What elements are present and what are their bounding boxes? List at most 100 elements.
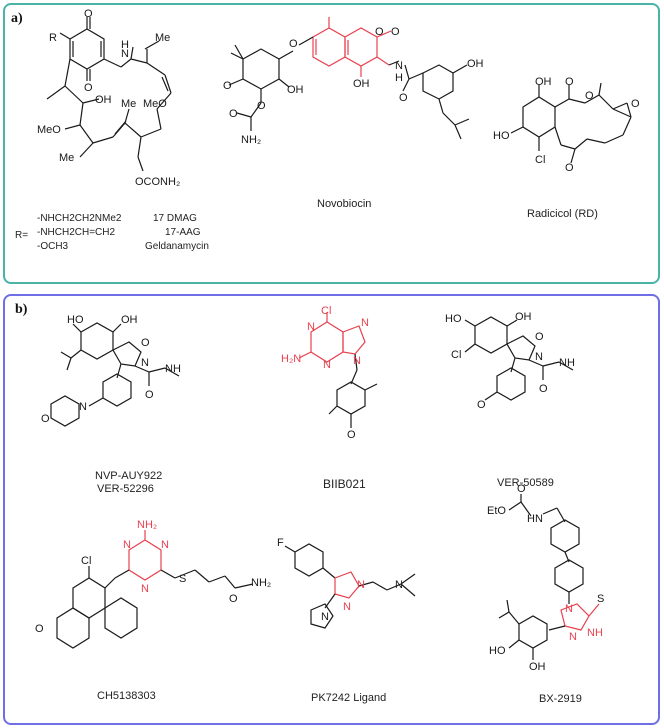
- novo-oh2: OH: [353, 78, 370, 90]
- nvp-name: NVP-AUY922: [95, 470, 163, 482]
- nvp-h: H: [173, 363, 181, 375]
- novo-h: H: [395, 72, 403, 84]
- ver-o-me: O: [477, 399, 486, 411]
- nvp-auy922-structure: HO OH O N O N H O N: [41, 314, 181, 427]
- novobiocin-name: Novobiocin: [317, 198, 372, 210]
- panel-b-label: b): [15, 302, 28, 317]
- r-name-1: 17 DMAG: [153, 213, 197, 224]
- atom-oh1: OH: [95, 94, 112, 106]
- biib-n2: N: [323, 359, 331, 371]
- pk-f: F: [277, 537, 284, 549]
- nvp-o-am: O: [145, 389, 154, 401]
- rad-oh2: HO: [493, 130, 510, 142]
- novo-nh2: NH₂: [241, 134, 261, 146]
- bx-n1: N: [565, 603, 573, 615]
- ver-oh: OH: [515, 311, 532, 323]
- pk7242-name: PK7242 Ligand: [311, 692, 387, 704]
- ch-n2: N: [161, 539, 169, 551]
- novo-ome: O: [223, 80, 232, 92]
- radicicol-structure: OH HO O O Cl O O: [493, 76, 640, 174]
- atom-oconh2: OCONH₂: [135, 176, 180, 188]
- r-name-3: Geldanamycin: [145, 241, 209, 252]
- ch5138303-name: CH5138303: [97, 690, 156, 702]
- atom-me3: Me: [59, 152, 74, 164]
- ch-nh2b: NH₂: [251, 577, 271, 589]
- biib-n1: N: [307, 321, 315, 333]
- pk7242-structure: F N N N N: [277, 537, 416, 629]
- panel-b: b) HO OH O N O N H O N NVP-AUY922 VER-52…: [3, 294, 660, 725]
- ch-n3: N: [141, 583, 149, 595]
- radicicol-name: Radicicol (RD): [527, 208, 598, 220]
- biib-o: O: [347, 429, 356, 441]
- atom-meo2: MeO: [143, 98, 167, 110]
- ch-s: S: [179, 573, 186, 585]
- ch-cl: Cl: [81, 555, 91, 567]
- atom-h: H: [121, 39, 129, 51]
- r-sub-1: -NHCH2CH2NMe2: [37, 213, 122, 224]
- rad-o1: O: [565, 76, 574, 88]
- ver-n: N: [559, 357, 567, 369]
- panel-a-label: a): [11, 11, 23, 26]
- bx-ho: HO: [489, 645, 506, 657]
- ch-nh2: NH₂: [137, 519, 157, 531]
- novo-oh1: OH: [287, 84, 304, 96]
- nvp-o-iso: O: [141, 337, 150, 349]
- nvp-o-morph: O: [41, 413, 50, 425]
- atom-n: N: [121, 48, 129, 60]
- bx-hn: HN: [527, 513, 543, 525]
- rad-o2: O: [585, 90, 594, 102]
- biib021-name: BIIB021: [323, 477, 366, 491]
- r-sub-2: -NHCH2CH=CH2: [37, 227, 116, 238]
- ch-o-am: O: [229, 593, 238, 605]
- atom-o2: O: [84, 82, 93, 94]
- biib-h2n: H₂N: [281, 353, 301, 365]
- ch-n1: N: [123, 539, 131, 551]
- atom-r: R: [49, 32, 57, 44]
- biib-n4: N: [353, 355, 361, 367]
- nvp-ho: HO: [67, 314, 84, 326]
- bx-n2: N: [569, 631, 577, 643]
- ver-50589-structure: HO OH Cl O N O N H O: [445, 311, 575, 411]
- novo-o-amide: O: [399, 92, 408, 104]
- ver-cl: Cl: [451, 349, 461, 361]
- pk-n1: N: [357, 579, 365, 591]
- ch-o-ring: O: [35, 623, 44, 635]
- novo-o-keto: O: [391, 26, 400, 38]
- bx-o: O: [517, 483, 526, 495]
- bx-oh: OH: [529, 661, 546, 673]
- rad-oh1: OH: [535, 76, 552, 88]
- atom-meo1: MeO: [37, 124, 61, 136]
- nvp-name2: VER-52296: [97, 483, 154, 495]
- rad-cl: Cl: [535, 154, 545, 166]
- r-name-2: 17-AAG: [165, 227, 201, 238]
- biib-n3: N: [361, 317, 369, 329]
- ver-o-iso: O: [535, 331, 544, 343]
- bx-2919-structure: EtO O HN N S NH N HO OH: [487, 483, 604, 673]
- novobiocin-structure: O O OH O O NH₂ O O OH N H O OH: [223, 17, 484, 146]
- biib-cl: Cl: [321, 305, 331, 317]
- pk-n3: N: [395, 579, 403, 591]
- bx-s: S: [597, 593, 604, 605]
- nvp-n: N: [165, 363, 173, 375]
- nvp-n-iso: N: [141, 357, 149, 369]
- atom-me2: Me: [121, 98, 136, 110]
- novo-o-c: O: [229, 108, 238, 120]
- ch5138303-structure: NH₂ Cl N N N S O NH₂ O: [35, 519, 271, 649]
- nvp-oh: OH: [121, 314, 138, 326]
- pk-n2: N: [343, 601, 351, 613]
- r-sub-3: -OCH3: [37, 241, 69, 252]
- novo-n: N: [395, 60, 403, 72]
- ver-n-iso: N: [535, 351, 543, 363]
- ver-o-am: O: [539, 383, 548, 395]
- panel-a: a): [3, 3, 660, 284]
- geldanamycin-structure: R O O N H Me MeO OH MeO Me Me OCONH₂: [37, 8, 180, 188]
- r-prefix: R=: [15, 230, 29, 241]
- biib021-structure: Cl N N N N H₂N O: [281, 305, 378, 441]
- pk-n4: N: [321, 611, 329, 623]
- nvp-n-morph: N: [79, 401, 87, 413]
- ver-h: H: [567, 357, 575, 369]
- ver-ho: HO: [445, 313, 462, 325]
- atom-o1: O: [84, 8, 93, 20]
- bx-eto: EtO: [487, 505, 506, 517]
- novo-oh3: OH: [467, 58, 484, 70]
